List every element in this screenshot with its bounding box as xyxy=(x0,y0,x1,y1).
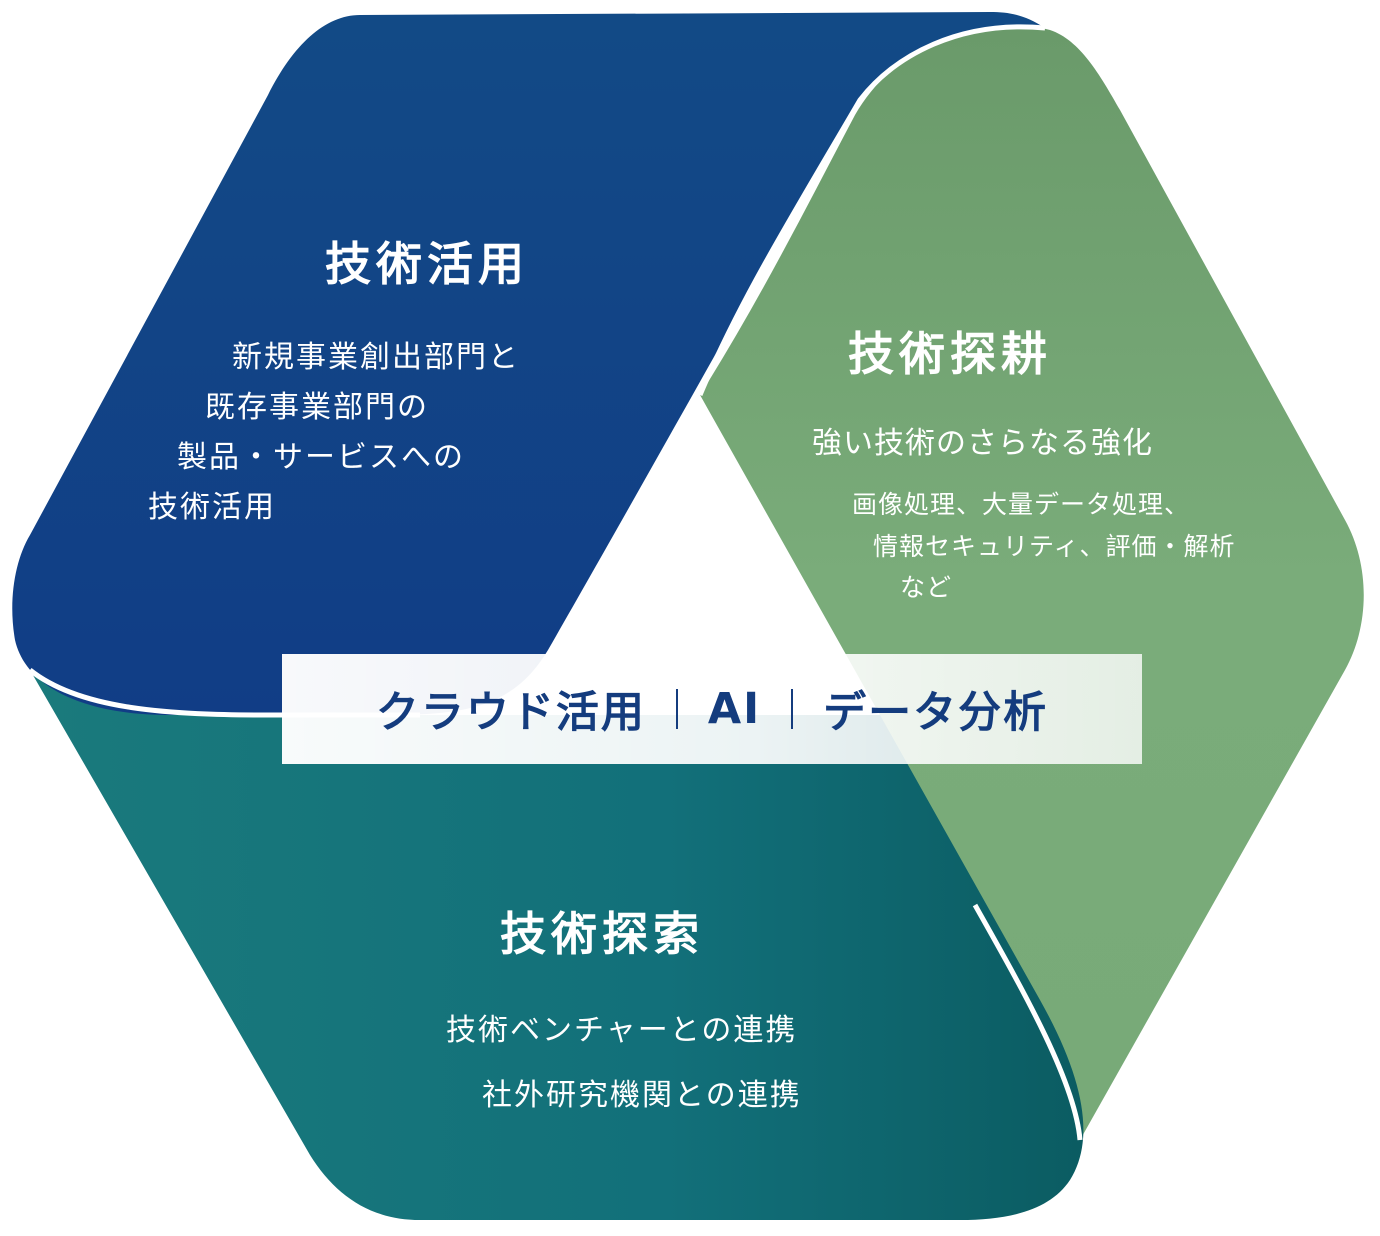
segment-utilization xyxy=(12,12,1045,715)
utilization-line-4: 技術活用 xyxy=(148,490,276,525)
center-triangle xyxy=(530,395,880,715)
cultivation-line-1: 画像処理、大量データ処理、 xyxy=(852,490,1191,519)
exploration-line-2: 社外研究機関との連携 xyxy=(482,1078,802,1113)
band-item-ai: AI xyxy=(707,684,762,734)
center-band-text: クラウド活用 AI データ分析 xyxy=(282,654,1142,764)
segment-exploration xyxy=(30,670,1084,1220)
utilization-title: 技術活用 xyxy=(325,237,529,291)
band-separator-1 xyxy=(675,689,678,729)
cultivation-line-3: など xyxy=(900,573,953,602)
separator-teal-green xyxy=(972,903,1083,1141)
utilization-line-2: 既存事業部門の xyxy=(205,390,429,425)
band-separator-2 xyxy=(791,689,794,729)
cultivation-line-2: 情報セキュリティ、評価・解析 xyxy=(873,532,1236,561)
utilization-line-1: 新規事業創出部門と xyxy=(232,340,520,375)
cultivation-subtitle: 強い技術のさらなる強化 xyxy=(812,426,1153,461)
utilization-line-3: 製品・サービスへの xyxy=(177,440,465,475)
band-item-data: データ分析 xyxy=(823,688,1049,738)
band-item-cloud: クラウド活用 xyxy=(375,688,646,738)
center-band-bg xyxy=(282,654,1142,764)
exploration-title: 技術探索 xyxy=(500,907,704,961)
separator-green-blue xyxy=(697,24,1046,396)
segment-cultivation xyxy=(700,24,1364,1141)
exploration-line-1: 技術ベンチャーとの連携 xyxy=(446,1013,798,1048)
separator-blue-teal xyxy=(28,668,420,718)
center-band: クラウド活用 AI データ分析 xyxy=(282,654,1142,764)
cultivation-title: 技術探耕 xyxy=(848,327,1052,381)
